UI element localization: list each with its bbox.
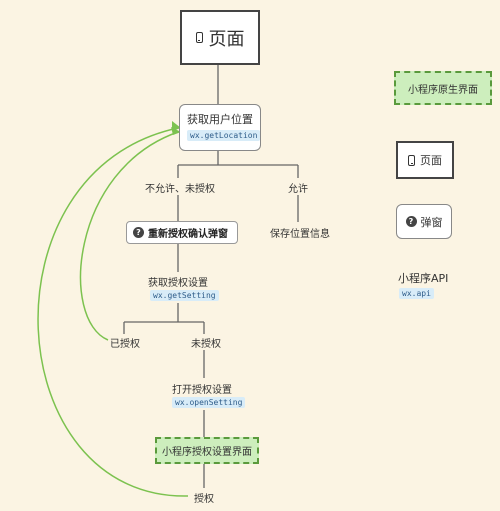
page-node[interactable]: 页面 <box>180 10 260 65</box>
question-icon: ? <box>133 227 144 238</box>
reauth-dialog-label: 重新授权确认弹窗 <box>148 229 228 240</box>
reauth-dialog-node[interactable]: ? 重新授权确认弹窗 <box>126 221 238 244</box>
legend-api-sample: wx.api <box>399 288 434 299</box>
legend-native-page-label: 小程序原生界面 <box>408 84 478 96</box>
grant-label: 授权 <box>194 494 214 505</box>
legend-page: 页面 <box>396 141 454 179</box>
get-location-label: 获取用户位置 <box>187 113 253 126</box>
question-icon: ? <box>405 216 417 227</box>
legend-dialog-label: 弹窗 <box>420 215 443 229</box>
authorized-label: 已授权 <box>110 339 140 350</box>
get-setting-label: 获取授权设置 <box>148 278 208 289</box>
open-setting-label: 打开授权设置 <box>172 385 232 396</box>
get-location-api: wx.getLocation <box>187 130 261 141</box>
not-allowed-label: 不允许、未授权 <box>145 184 215 195</box>
page-node-label: 页面 <box>208 28 245 50</box>
allow-label: 允许 <box>288 184 308 195</box>
open-setting-api: wx.openSetting <box>172 397 246 408</box>
save-location-label: 保存位置信息 <box>270 229 330 240</box>
phone-icon <box>195 32 203 43</box>
legend-native-page: 小程序原生界面 <box>394 71 492 105</box>
arrowhead <box>172 121 181 131</box>
get-setting-api: wx.getSetting <box>150 290 219 301</box>
get-location-node[interactable]: 获取用户位置 wx.getLocation <box>179 104 261 151</box>
loop-curve-authorized <box>79 131 179 341</box>
legend-dialog: ? 弹窗 <box>396 204 452 239</box>
phone-icon <box>408 154 415 166</box>
setting-page-label: 小程序授权设置界面 <box>162 447 252 458</box>
unauthorized-label: 未授权 <box>191 339 221 350</box>
legend-api-title: 小程序API <box>398 272 449 285</box>
legend-page-label: 页面 <box>420 154 442 167</box>
setting-page-node[interactable]: 小程序授权设置界面 <box>155 437 259 464</box>
loop-curve-grant <box>37 127 189 497</box>
